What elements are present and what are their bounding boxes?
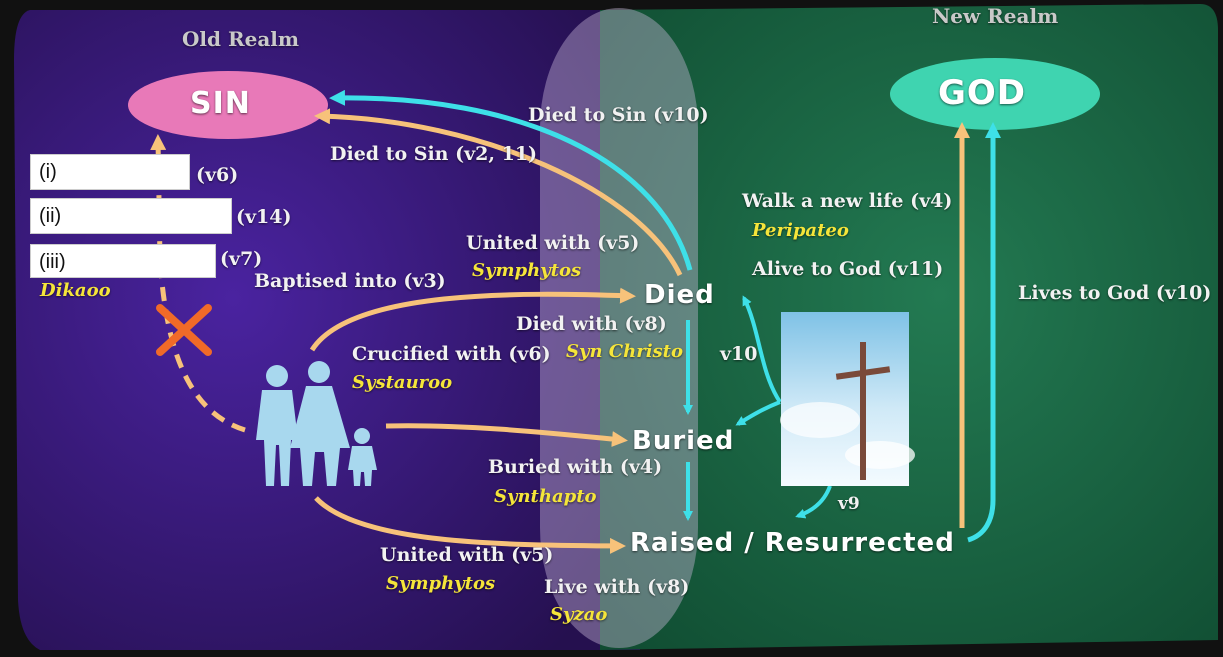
symphytos-bottom-label: Symphytos (386, 573, 496, 594)
v10-label: v10 (720, 343, 758, 365)
raised-node: Raised / Resurrected (630, 528, 955, 558)
alive-to-god-label: Alive to God (v11) (752, 258, 944, 280)
arrow-to-died (309, 287, 636, 352)
walk-new-life-label: Walk a new life (v4) (742, 190, 953, 212)
answer-box-i[interactable]: (i) (30, 154, 190, 190)
died-to-sin-v10-arrow (329, 89, 693, 271)
god-node: GOD (938, 73, 1027, 113)
united-with-bottom-label: United with (v5) (380, 544, 554, 566)
answer-box-ii[interactable]: (ii) (30, 198, 232, 234)
dikaoo-label: Dikaoo (40, 280, 111, 301)
sin-node: SIN (190, 86, 251, 121)
family-icon (256, 361, 377, 486)
symphytos-top-label: Symphytos (472, 260, 582, 281)
v10-arrow-to-died (742, 295, 782, 404)
v7-partial-label: (v7) (220, 248, 263, 270)
v9-label: v9 (838, 494, 860, 514)
systauroo-label: Systauroo (352, 372, 453, 393)
god-oval (890, 58, 1100, 130)
v6-partial-label: (v6) (196, 164, 239, 186)
v9-arrow (795, 485, 832, 519)
lives-to-god-arrow (967, 122, 1001, 543)
united-with-top-label: United with (v5) (466, 232, 640, 254)
arrow-to-raised (314, 496, 626, 554)
baptised-into-label: Baptised into (v3) (254, 270, 446, 292)
x-mark-icon (156, 304, 212, 356)
arrow-to-buried-from-cross (735, 400, 781, 426)
sin-oval (128, 71, 328, 139)
peripateo-label: Peripateo (752, 220, 849, 241)
lives-to-god-label: Lives to God (v10) (1018, 282, 1212, 304)
died-to-sin-v2-11-arrow (314, 108, 683, 277)
answer-box-iii[interactable]: (iii) (30, 244, 216, 278)
died-with-label: Died with (v8) (516, 313, 667, 335)
died-to-sin-v10-label: Died to Sin (v10) (528, 104, 709, 126)
died-to-sin-v2-11-label: Died to Sin (v2, 11) (330, 143, 538, 165)
cross-image-icon (780, 312, 915, 486)
v14-partial-label: (v14) (236, 206, 292, 228)
arrow-to-buried (385, 423, 628, 447)
syzao-label: Syzao (550, 604, 608, 625)
live-with-label: Live with (v8) (544, 576, 690, 598)
died-node: Died (644, 280, 715, 310)
syn-christo-label: Syn Christo (566, 341, 683, 362)
new-realm-label: New Realm (932, 4, 1059, 28)
synthapto-label: Synthapto (494, 486, 597, 507)
crucified-with-label: Crucified with (v6) (352, 343, 551, 365)
old-realm-label: Old Realm (182, 27, 300, 51)
buried-node: Buried (632, 426, 735, 456)
transition-band (540, 8, 698, 648)
buried-with-label: Buried with (v4) (488, 456, 663, 478)
